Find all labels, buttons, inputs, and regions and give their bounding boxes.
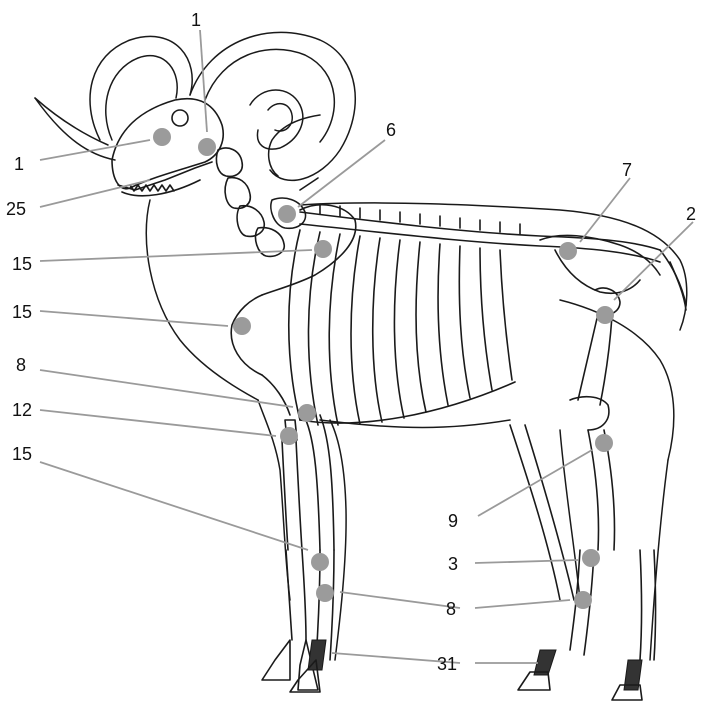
label-scapula-lower: 15 [12, 302, 32, 322]
marker-hind-fetlock [574, 591, 592, 609]
marker-fore-fetlock [316, 584, 334, 602]
marker-scapula-upper [314, 240, 332, 258]
label-hind-metatarsal: 3 [448, 554, 458, 574]
label-fore-fetlock: 8 [446, 599, 456, 619]
horn-outline [35, 32, 355, 180]
rib-cage [289, 230, 515, 425]
label-hoof: 31 [437, 654, 457, 674]
label-cervical: 6 [386, 120, 396, 140]
forelimb-bones [231, 205, 356, 692]
marker-carpus [280, 427, 298, 445]
marker-scapula-lower [233, 317, 251, 335]
label-elbow: 8 [16, 355, 26, 375]
label-fore-metacarpal: 15 [12, 444, 32, 464]
hindlimb-bones [510, 235, 660, 700]
marker-elbow [298, 404, 316, 422]
label-carpus: 12 [12, 400, 32, 420]
spine [300, 204, 686, 310]
marker-hip [596, 306, 614, 324]
marker-cervical [278, 205, 296, 223]
label-skull-top: 1 [191, 10, 201, 30]
marker-pelvis [559, 242, 577, 260]
label-skull-left: 1 [14, 154, 24, 174]
marker-hock [595, 434, 613, 452]
marker-skull-top [198, 138, 216, 156]
label-pelvis: 7 [622, 160, 632, 180]
label-hock: 9 [448, 511, 458, 531]
marker-skull [153, 128, 171, 146]
label-scapula-upper: 15 [12, 254, 32, 274]
marker-fore-metacarpal [311, 553, 329, 571]
leader-lines [40, 30, 693, 663]
label-jaw: 25 [6, 199, 26, 219]
marker-hind-metatarsal [582, 549, 600, 567]
label-hip: 2 [686, 204, 696, 224]
